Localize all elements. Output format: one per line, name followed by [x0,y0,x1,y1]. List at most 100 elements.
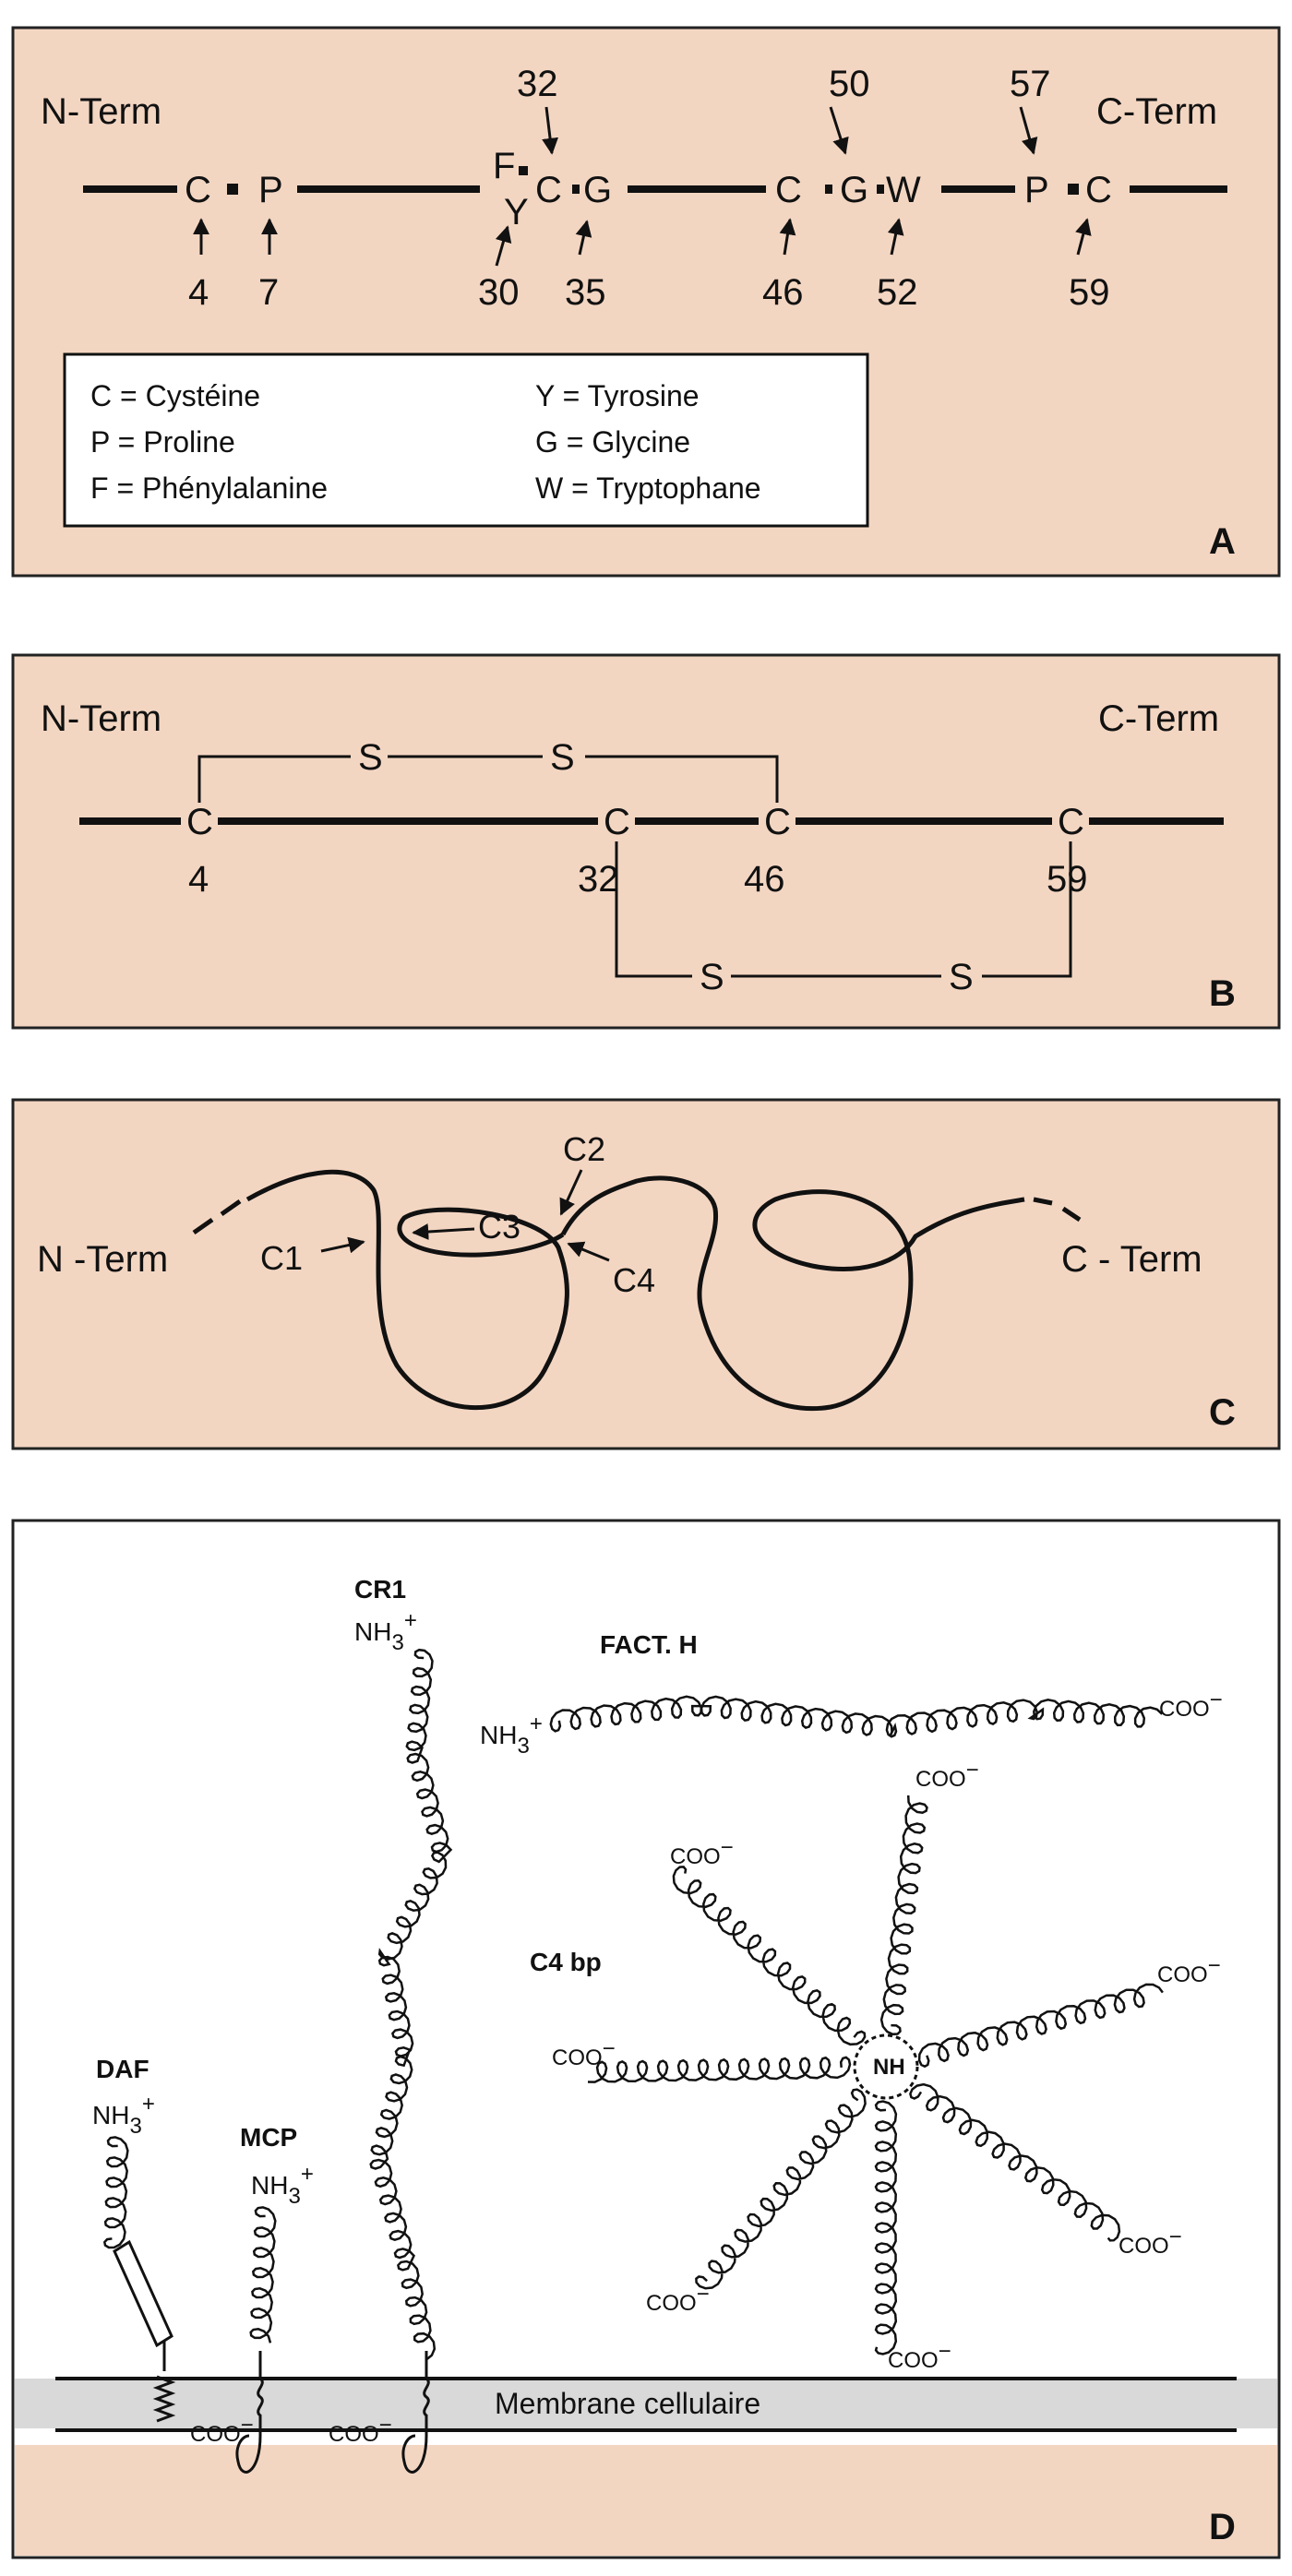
legend-phenylalanine: F = Phénylalanine [90,471,328,505]
n-term-label: N-Term [41,698,162,739]
residue-g35: G [583,170,612,210]
residue-p7: P [258,170,283,210]
mcp-coo: COO− [190,2413,254,2447]
panel-b-letter: B [1209,973,1236,1014]
legend: C = Cystéine P = Proline F = Phénylalani… [63,352,869,528]
sulfur-atoms: S S S S [358,737,974,997]
panel-c-letter: C [1209,1392,1236,1433]
coo-labels: COO− COO− COO− COO− COO− COO− COO− COO− … [190,1688,1223,2447]
c4bp-arm-1 [879,1795,928,2036]
number-7: 7 [258,272,279,313]
c-term-dashes [1033,1197,1082,1222]
c4bp-coo-6: COO− [646,2282,710,2316]
nh3-labels: NH3+ NH3+ NH3+ NH3+ [92,1608,543,2209]
loop-2 [560,1175,1025,1412]
legend-tyrosine: Y = Tyrosine [535,379,700,412]
fact-h-nh3: NH3+ [480,1711,543,1759]
legend-proline: P = Proline [90,425,235,459]
number-46: 46 [762,272,804,313]
c4bp-coo-4: COO− [552,2036,616,2070]
disulfide-bridges [197,755,1072,978]
legend-box [63,352,869,528]
c4bp-coo-7: COO− [888,2339,951,2373]
number-35: 35 [565,272,606,313]
c4bp-label: C4 bp [530,1948,602,1976]
number-4: 4 [188,272,209,313]
mcp-nh3: NH3+ [251,2162,314,2209]
legend-tryptophane: W = Tryptophane [535,471,761,505]
cr1-label: CR1 [354,1575,406,1604]
c4bp-arm-7 [874,2100,898,2355]
residue-c46: C [775,170,802,210]
membrane-band [15,2379,1277,2428]
c4bp-coo-2: COO− [670,1835,734,1869]
cysteine-46: C [764,802,791,842]
panel-a: N-Term C-Term C P F Y C G C G W P C [11,26,1281,578]
residue-f30: F [493,146,515,186]
cr1-nh3: NH3+ [354,1608,417,1655]
number-32: 32 [517,64,558,104]
label-c3: C3 [478,1208,520,1246]
sulfur-2: S [550,737,575,778]
panel-d-letter: D [1209,2507,1236,2547]
residue-g50: G [840,170,868,210]
cysteines: C C C C 4 32 46 59 [186,802,1088,900]
legend-cysteine: C = Cystéine [90,379,260,412]
daf-nh3: NH3+ [92,2092,155,2139]
c4bp-arm-3 [917,1983,1164,2069]
cysteine-32: C [604,802,630,842]
c-term-label: C-Term [1096,91,1217,132]
residue-w52: W [886,170,921,210]
c4bp-coo-5: COO− [1119,2224,1182,2259]
number-50: 50 [829,64,870,104]
mcp-label: MCP [240,2123,297,2152]
residue-c4: C [185,170,211,210]
residue-p57: P [1024,170,1049,210]
fact-h-chain [549,1695,1164,1738]
sulfur-4: S [949,957,974,997]
position-arrows [193,106,1092,267]
label-c4: C4 [613,1261,655,1299]
daf-anchor [113,2239,176,2423]
cysteine-59: C [1058,802,1084,842]
number-59: 59 [1069,272,1110,313]
panel-a-letter: A [1209,521,1236,562]
mcp-chain [249,2206,277,2343]
c4bp-arm-4 [587,2056,852,2083]
label-c2: C2 [563,1130,605,1168]
membrane-label: Membrane cellulaire [495,2387,760,2420]
daf-label: DAF [96,2055,150,2083]
legend-glycine: G = Glycine [535,425,690,459]
number-46: 46 [744,859,785,900]
panel-b: N-Term C-Term S S S S C C C C [11,653,1281,1030]
folded-chain [192,1169,1082,1412]
tm-tails [235,2351,430,2474]
residues: C P F Y C G C G W P C [185,146,1112,233]
number-30: 30 [478,272,520,313]
number-32: 32 [578,859,619,900]
n-term-label: N-Term [41,91,162,132]
residue-c32: C [535,170,562,210]
chains [102,1648,1164,2360]
number-59: 59 [1047,859,1088,900]
c-term-label: C-Term [1098,698,1219,739]
sulfur-3: S [700,957,724,997]
fact-h-coo: COO− [1159,1688,1223,1722]
cr1-coo: COO− [329,2413,392,2447]
panel-c-frame [11,1098,1281,1450]
c4bp-coo-3: COO− [1157,1953,1221,1987]
panel-b-frame [11,653,1281,1030]
n-term-label: N -Term [37,1239,168,1280]
c4bp-core [853,2033,919,2100]
loop-1 [245,1169,569,1411]
peptide-bonds [227,166,1079,195]
residue-c59: C [1085,170,1112,210]
cys-arrows [320,1169,610,1262]
number-4: 4 [188,859,209,900]
number-57: 57 [1010,64,1051,104]
number-52: 52 [877,272,918,313]
c4bp-arm-5 [909,2082,1121,2242]
daf-chain [102,2136,129,2249]
sulfur-1: S [358,737,383,778]
